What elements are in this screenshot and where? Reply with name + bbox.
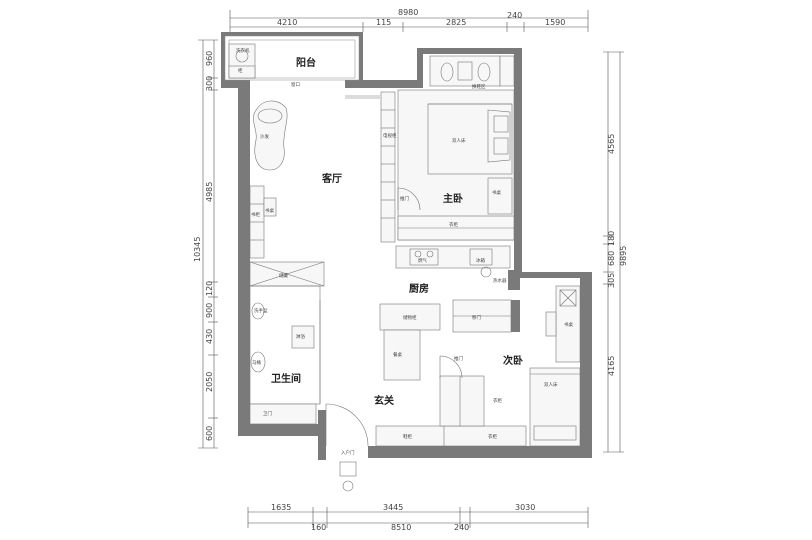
fridge-label: 冰箱 — [476, 257, 485, 264]
window-label: 窗口 — [291, 81, 300, 88]
balcony-area — [224, 35, 380, 99]
entry-door-label: 入户门 — [341, 449, 355, 456]
stove-label: 燃气 — [418, 257, 427, 264]
master-door-label: 推门 — [400, 195, 409, 202]
left-dim-960: 960 — [205, 51, 214, 66]
entry-mark — [339, 461, 357, 492]
storage-label: 储藏 — [279, 272, 288, 279]
living-room-furniture — [249, 91, 396, 287]
top-dim-4: 240 — [507, 11, 522, 20]
room-living: 客厅 — [321, 172, 342, 185]
room-bath: 卫生间 — [271, 372, 301, 385]
left-dim-120: 120 — [205, 281, 214, 296]
walls — [221, 32, 592, 460]
left-dim-900: 900 — [205, 303, 214, 318]
second-wardrobe-label: 衣柜 — [493, 397, 502, 404]
bottom-dim-8510: 8510 — [391, 523, 411, 532]
room-second: 次卧 — [503, 354, 523, 367]
left-dim-430: 430 — [205, 329, 214, 344]
washer-cabinet-label: 柜 — [238, 67, 243, 74]
entry-fixtures — [325, 355, 527, 447]
tv-cabinet-label: 电视柜 — [383, 132, 397, 139]
top-dimension-lines — [229, 10, 589, 32]
top-dim-1: 4210 — [277, 18, 297, 27]
second-desk-label: 书桌 — [564, 321, 573, 328]
top-dim-2: 115 — [376, 18, 391, 27]
mirror-area-label: 换鞋区 — [472, 83, 486, 90]
hall-cabinet-label: 衣柜 — [488, 433, 497, 440]
master-bed-label: 双人床 — [452, 137, 466, 144]
living-desk-label: 书桌 — [265, 207, 274, 214]
side-cabinet-label: 储物柜 — [403, 314, 417, 321]
kitchen-furniture — [379, 245, 512, 381]
right-dimension-lines — [603, 51, 624, 453]
bathroom-fixtures — [249, 285, 321, 425]
left-dim-600: 600 — [205, 426, 214, 441]
master-desk-label: 书桌 — [492, 189, 501, 196]
second-bed-label: 双人床 — [544, 381, 558, 388]
left-dimension-lines — [198, 39, 218, 449]
top-dim-5: 1590 — [545, 18, 565, 27]
room-kitchen: 厨房 — [409, 282, 429, 295]
dining-table-label: 餐桌 — [393, 351, 402, 358]
bath-door-label: 卫门 — [263, 410, 272, 417]
left-dim-4985: 4985 — [205, 182, 214, 202]
right-total-dim: 9895 — [619, 246, 628, 266]
second-bedroom-furniture — [529, 285, 581, 447]
right-dim-680: 680 — [607, 251, 616, 266]
basin-label: 洗手盆 — [254, 307, 268, 314]
master-bedroom-furniture — [397, 55, 515, 241]
water-heater-label: 热水器 — [493, 277, 507, 284]
left-dim-2050: 2050 — [205, 372, 214, 392]
left-dim-300: 300 — [205, 76, 214, 91]
bottom-dim-240: 240 — [454, 523, 469, 532]
room-master: 主卧 — [443, 192, 463, 205]
toilet-label: 马桶 — [252, 359, 261, 366]
right-dim-305: 305 — [607, 273, 616, 288]
bottom-dim-3030: 3030 — [515, 503, 535, 512]
left-total-dim: 10345 — [193, 237, 202, 262]
right-dim-4165: 4165 — [607, 356, 616, 376]
room-balcony: 阳台 — [296, 56, 316, 69]
sliding-door-label: 移门 — [472, 314, 481, 321]
bottom-dim-3445: 3445 — [383, 503, 403, 512]
bookcase-label: 书柜 — [251, 211, 260, 218]
bottom-dimension-lines — [247, 507, 589, 528]
sofa-label: 沙发 — [260, 133, 269, 140]
bottom-dim-160: 160 — [311, 523, 326, 532]
room-entry: 玄关 — [374, 394, 394, 407]
washer-label: 洗衣机 — [236, 47, 250, 54]
shower-label: 淋浴 — [296, 333, 305, 340]
top-total-dim: 8980 — [398, 8, 418, 17]
entry-cabinet-label: 鞋柜 — [403, 433, 412, 440]
bottom-dim-1635: 1635 — [271, 503, 291, 512]
right-dim-4565: 4565 — [607, 134, 616, 154]
top-dim-3: 2825 — [446, 18, 466, 27]
right-dim-180: 180 — [607, 231, 616, 246]
master-cabinet-label: 衣柜 — [449, 221, 458, 228]
hall-door-label: 推门 — [454, 355, 463, 362]
